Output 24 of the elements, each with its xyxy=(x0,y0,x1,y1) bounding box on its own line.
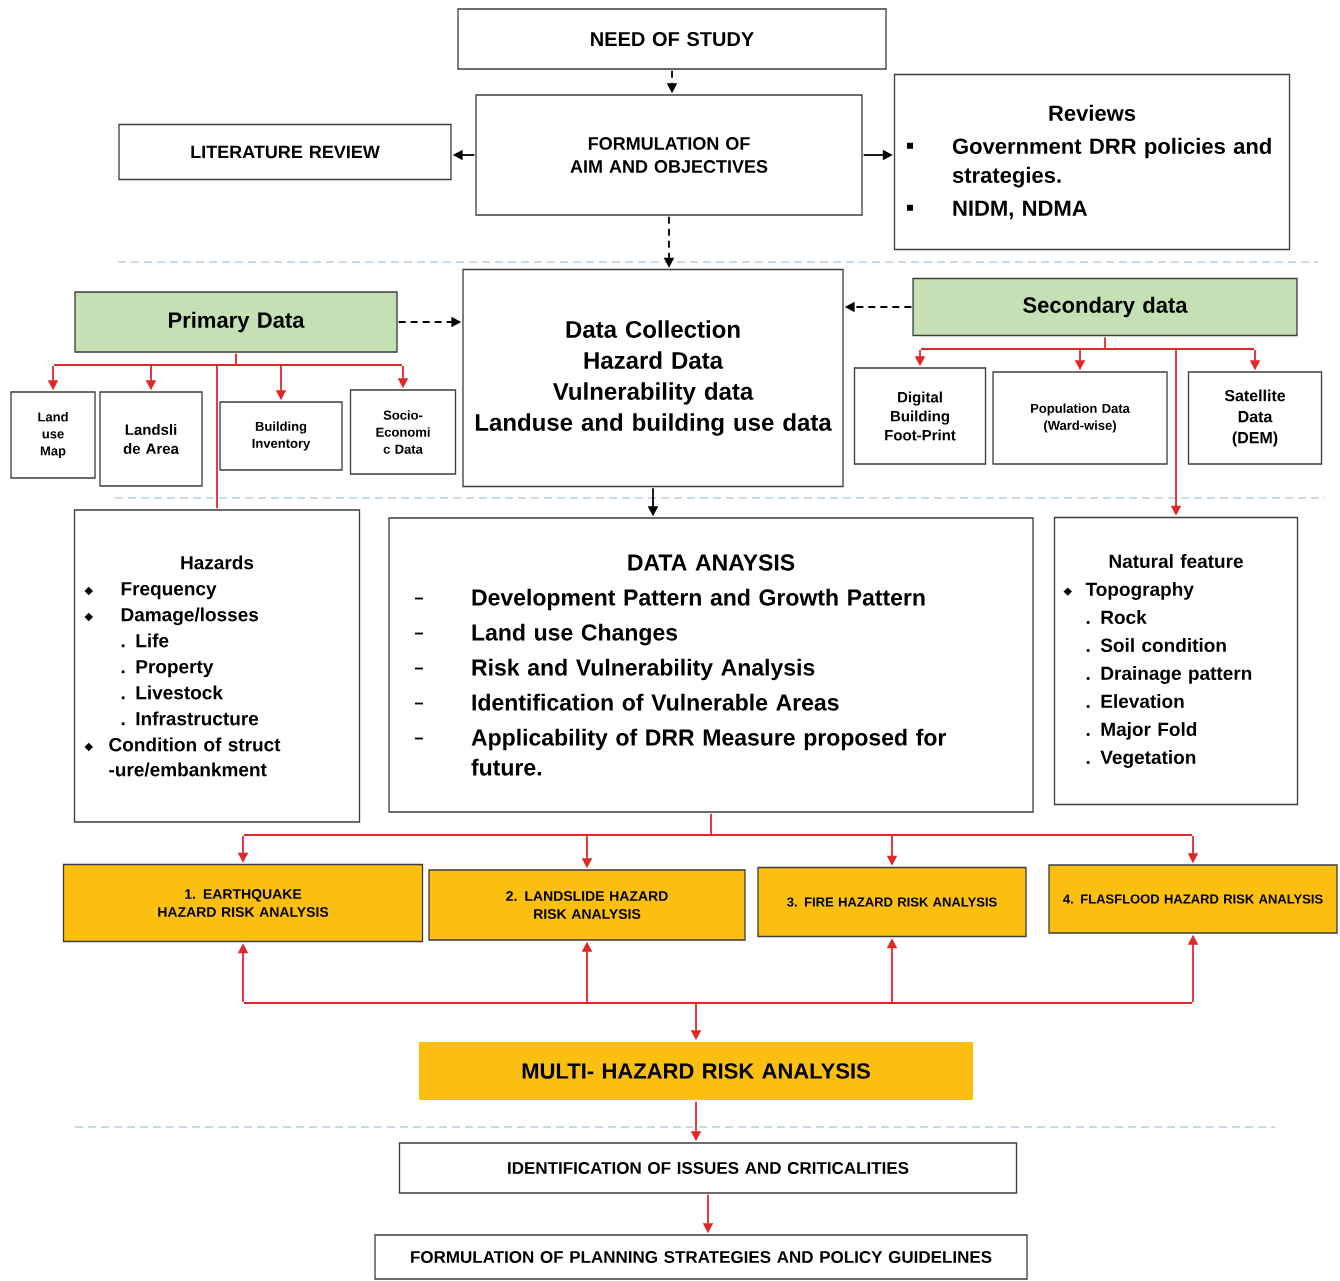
process-box: LITERATURE REVIEW xyxy=(118,123,452,181)
list-box: Natural feature Topography . Rock . Soil condition . Drainage pattern . Elevation . Major Fold . Vegetation xyxy=(1053,516,1299,806)
process-box: FORMULATION OF PLANNING STRATEGIES AND POLICY GUIDELINES xyxy=(374,1234,1028,1280)
analysis-box: 4. FLASFLOOD HAZARD RISK ANALYSIS xyxy=(1048,864,1338,934)
process-box: IDENTIFICATION OF ISSUES AND CRITICALITIES xyxy=(398,1142,1018,1194)
category-box: Secondary data xyxy=(912,277,1298,337)
process-box: NEED OF STUDY xyxy=(457,8,887,70)
process-box: Data Collection Hazard Data Vulnerability data Landuse and building use data xyxy=(462,268,844,488)
analysis-box: 2. LANDSLIDE HAZARD RISK ANALYSIS xyxy=(428,869,746,941)
data-box: Digital Building Foot-Print xyxy=(853,367,987,465)
analysis-box: 3. FIRE HAZARD RISK ANALYSIS xyxy=(757,866,1027,938)
data-box: Building Inventory xyxy=(219,401,343,471)
data-box: Socio- Economi c Data xyxy=(349,389,457,475)
process-box: FORMULATION OF AIM AND OBJECTIVES xyxy=(475,94,863,216)
data-box: Land use Map xyxy=(10,391,96,479)
data-box: Population Data (Ward-wise) xyxy=(992,371,1168,465)
analysis-box: 1. EARTHQUAKE HAZARD RISK ANALYSIS xyxy=(62,863,424,943)
data-box: Landsli de Area xyxy=(99,391,203,487)
list-box: DATA ANAYSIS Development Pattern and Growth Pattern Land use Changes Risk and Vulnerability Analysis Identification of Vulnerable Areas Applicability of DRR Measure proposed for future. xyxy=(388,517,1034,813)
category-box: Primary Data xyxy=(74,291,398,353)
list-box: Hazards Frequency Damage/losses . Life . Property . Livestock . Infrastructure Condition of struct -ure/embankment xyxy=(73,509,361,823)
data-box: Satellite Data (DEM) xyxy=(1187,371,1323,465)
result-box: MULTI- HAZARD RISK ANALYSIS xyxy=(419,1042,973,1100)
review-box: Reviews Government DRR policies and strategies. NIDM, NDMA xyxy=(893,73,1291,251)
